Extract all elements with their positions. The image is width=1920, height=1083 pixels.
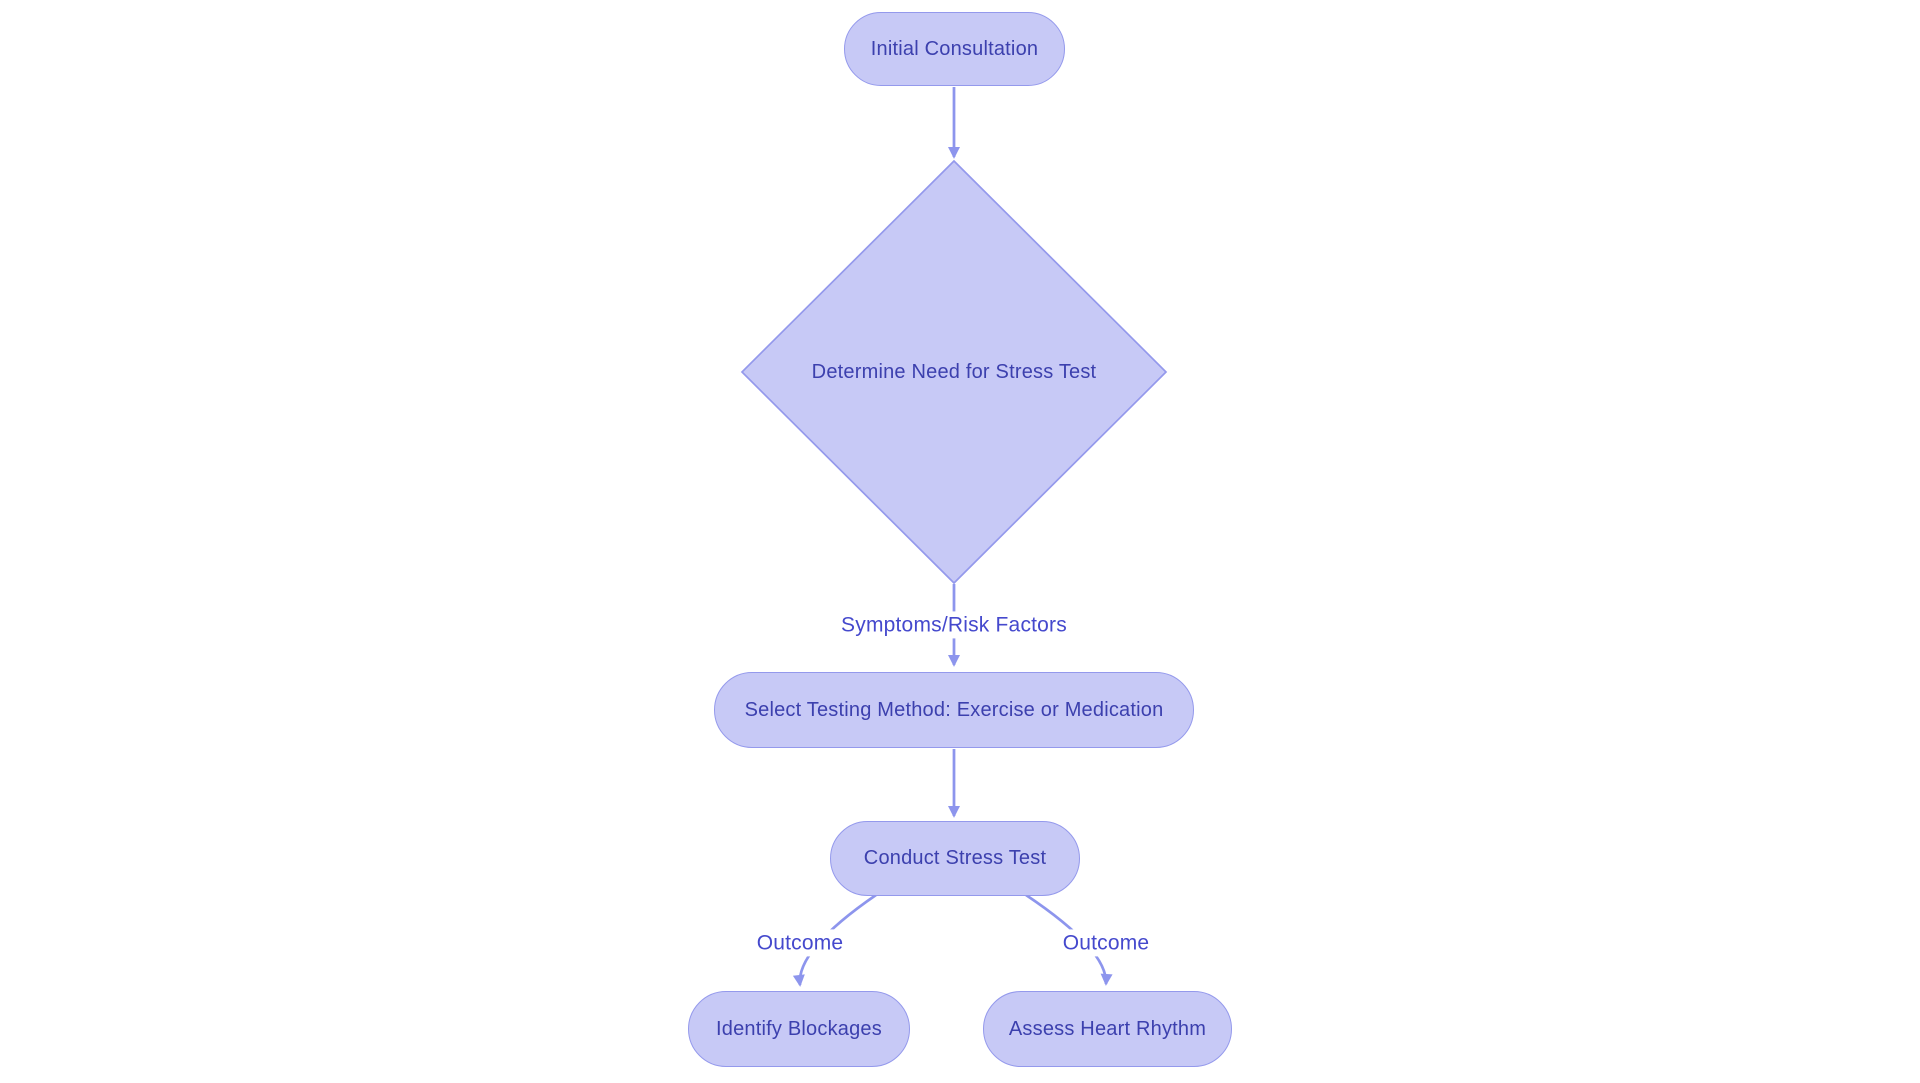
edge-label-symptoms-risk-factors: Symptoms/Risk Factors bbox=[835, 611, 1073, 639]
node-label: Determine Need for Stress Test bbox=[811, 360, 1097, 383]
node-label: Conduct Stress Test bbox=[863, 847, 1047, 869]
node-identify-blockages: Identify Blockages bbox=[688, 991, 910, 1067]
edge-label-outcome-right: Outcome bbox=[1056, 929, 1156, 957]
decision-diamond-shape bbox=[740, 159, 1168, 585]
node-label: Identify Blockages bbox=[716, 1017, 882, 1040]
node-conduct-stress-test: Conduct Stress Test bbox=[830, 821, 1080, 896]
node-label: Assess Heart Rhythm bbox=[1008, 1017, 1207, 1040]
node-label: Select Testing Method: Exercise or Medic… bbox=[744, 698, 1164, 721]
node-assess-heart-rhythm: Assess Heart Rhythm bbox=[983, 991, 1232, 1067]
node-initial-consultation: Initial Consultation bbox=[844, 12, 1065, 86]
node-determine-need-decision: Determine Need for Stress Test bbox=[742, 161, 1166, 583]
node-select-testing-method: Select Testing Method: Exercise or Medic… bbox=[714, 672, 1194, 748]
node-label: Initial Consultation bbox=[870, 37, 1039, 60]
edge-label-outcome-left: Outcome bbox=[750, 929, 850, 957]
